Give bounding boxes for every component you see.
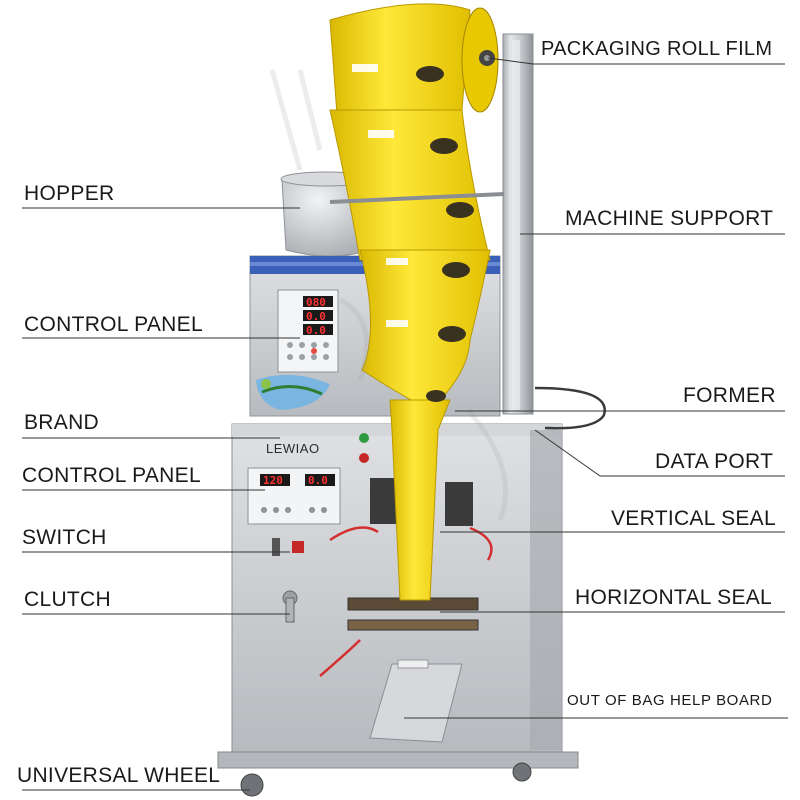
base-and-wheels xyxy=(217,751,579,797)
label-machine-support: MACHINE SUPPORT xyxy=(565,207,774,230)
packaging-roll-film xyxy=(329,3,505,601)
label-vertical-seal: VERTICAL SEAL xyxy=(611,507,776,530)
clutch-handle xyxy=(282,590,298,623)
watermark xyxy=(269,69,508,521)
label-clutch: CLUTCH xyxy=(24,588,111,611)
label-data-port: DATA PORT xyxy=(655,450,774,473)
out-of-bag-help-board xyxy=(369,663,463,743)
label-brand: BRAND xyxy=(24,411,100,434)
power-switch xyxy=(292,541,304,553)
upper-display-2: 0.0 xyxy=(306,310,326,323)
label-hopper: HOPPER xyxy=(24,182,115,205)
lower-display-1: 120 xyxy=(263,474,283,487)
upper-display-1: 080 xyxy=(306,296,326,309)
label-packaging-roll-film: PACKAGING ROLL FILM xyxy=(541,38,773,60)
red-indicator xyxy=(359,453,369,463)
upper-display-3: 0.0 xyxy=(306,324,326,337)
label-universal-wheel: UNIVERSAL WHEEL xyxy=(17,764,221,787)
label-switch: SWITCH xyxy=(22,526,107,549)
label-control-panel-lower: CONTROL PANEL xyxy=(22,464,201,487)
data-port-cable xyxy=(534,386,606,430)
label-horizontal-seal: HORIZONTAL SEAL xyxy=(575,586,773,609)
green-indicator xyxy=(359,433,369,443)
lower-display-2: 0.0 xyxy=(308,474,328,487)
upper-control-panel xyxy=(277,289,339,373)
brand-name: LEWIAO xyxy=(266,441,320,456)
leader-lines xyxy=(22,57,788,791)
seal-mechanisms xyxy=(319,478,493,677)
machine-support-column xyxy=(502,33,534,415)
brand-logo-sticker xyxy=(256,374,330,410)
label-control-panel-upper: CONTROL PANEL xyxy=(24,313,203,336)
label-out-of-bag-help-board: OUT OF BAG HELP BOARD xyxy=(567,692,773,709)
label-former: FORMER xyxy=(683,384,776,407)
